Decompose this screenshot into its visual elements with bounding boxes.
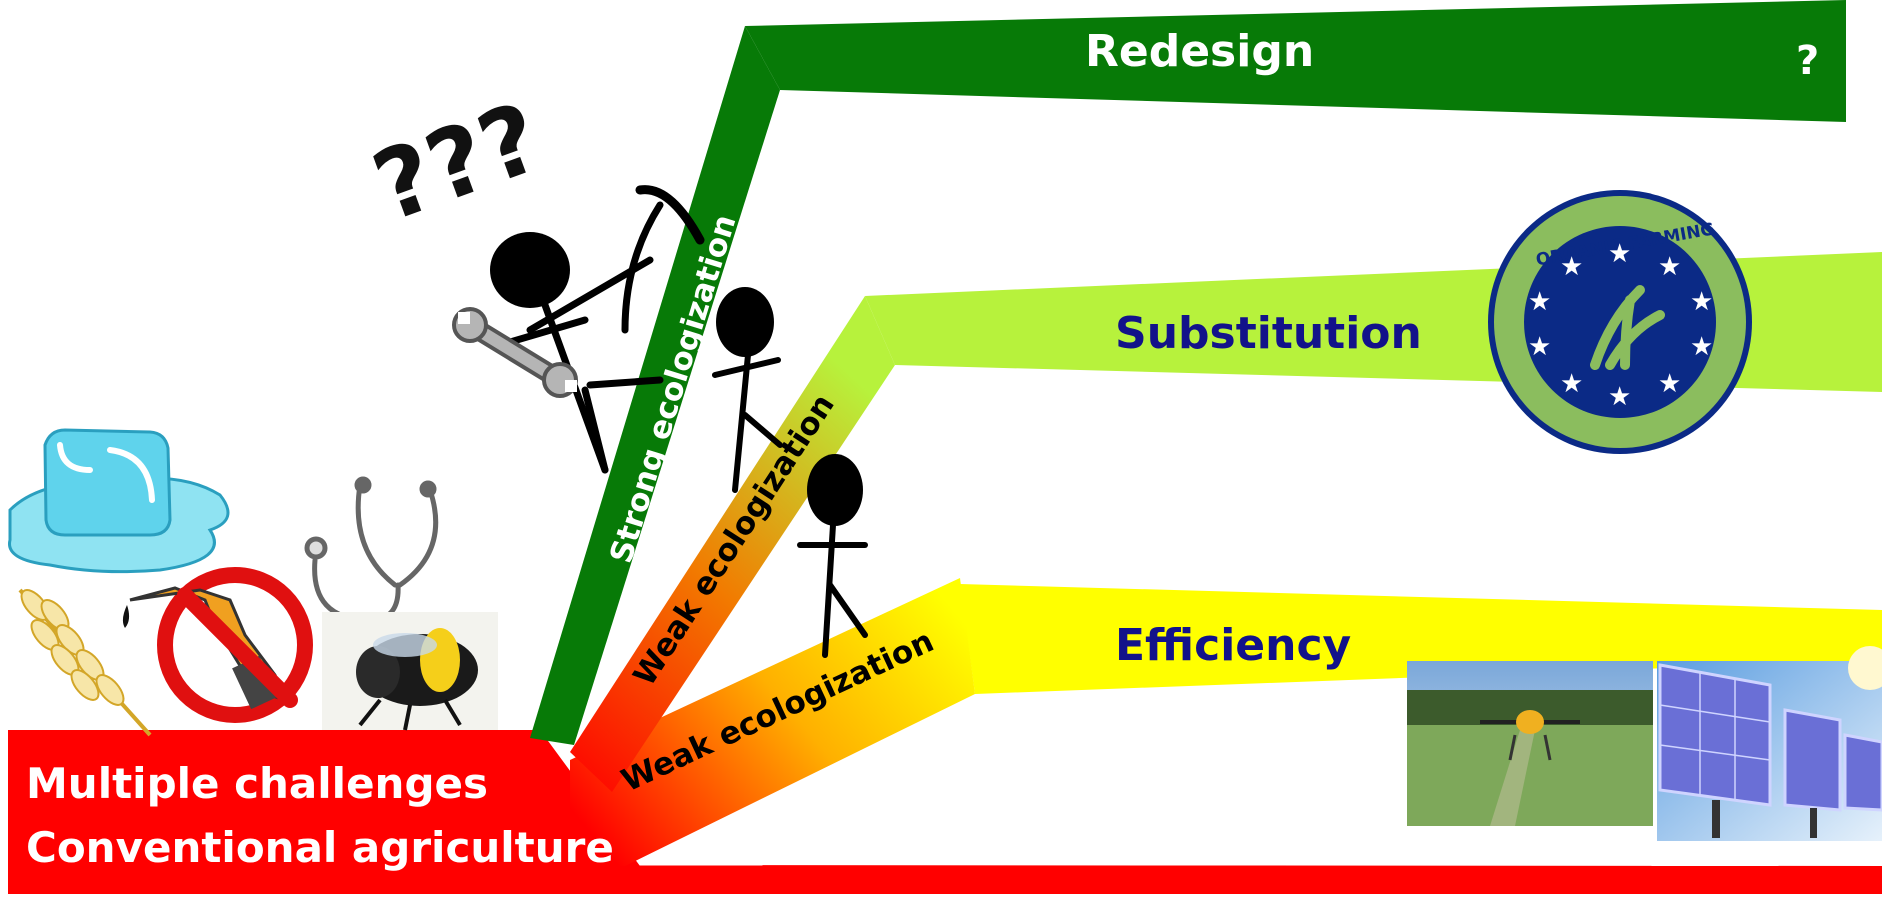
svg-text:★: ★ (1690, 332, 1713, 362)
ice-cube-melting-icon (8, 428, 230, 574)
svg-text:★: ★ (1690, 287, 1713, 317)
stick-figure-icon (712, 287, 783, 493)
strong-ecologization-band (530, 26, 780, 745)
stethoscope-icon (304, 476, 439, 623)
svg-text:★: ★ (1560, 252, 1583, 282)
svg-text:★: ★ (1608, 382, 1631, 412)
base-band-conventional (8, 730, 1882, 894)
efficiency-label: Efficiency (1115, 620, 1351, 671)
challenges-line1: Multiple challenges (26, 759, 488, 808)
svg-text:★: ★ (1528, 287, 1551, 317)
challenges-line2: Conventional agriculture (26, 823, 614, 872)
svg-text:★: ★ (1658, 369, 1681, 399)
svg-text:★: ★ (1560, 369, 1583, 399)
base-band-bottom-strip (540, 865, 1882, 893)
stick-figure-icon (797, 454, 868, 658)
svg-text:★: ★ (1528, 332, 1551, 362)
organic-farming-seal-icon: ORGANIC FARMING ★ ★ ★ ★ ★ ★ ★ ★ ★ ★ (1488, 190, 1752, 454)
weak-ecologization-lower-band (570, 578, 975, 866)
pickaxe-icon (621, 185, 705, 334)
svg-text:★: ★ (1608, 239, 1631, 269)
no-fuel-icon (122, 567, 313, 723)
weak-ecologization-upper-band (570, 296, 895, 792)
redesign-question-mark: ? (1796, 38, 1819, 84)
bumblebee-icon (322, 612, 498, 731)
question-marks-icon: ??? (360, 81, 555, 243)
drone-field-photo-icon (1407, 661, 1653, 826)
solar-panel-photo-icon (1657, 646, 1882, 841)
substitution-label: Substitution (1115, 308, 1422, 359)
redesign-label: Redesign (1085, 26, 1314, 77)
wheat-icon (18, 588, 152, 737)
wrench-icon (452, 307, 578, 398)
redesign-band (745, 0, 1846, 122)
svg-text:★: ★ (1658, 252, 1681, 282)
